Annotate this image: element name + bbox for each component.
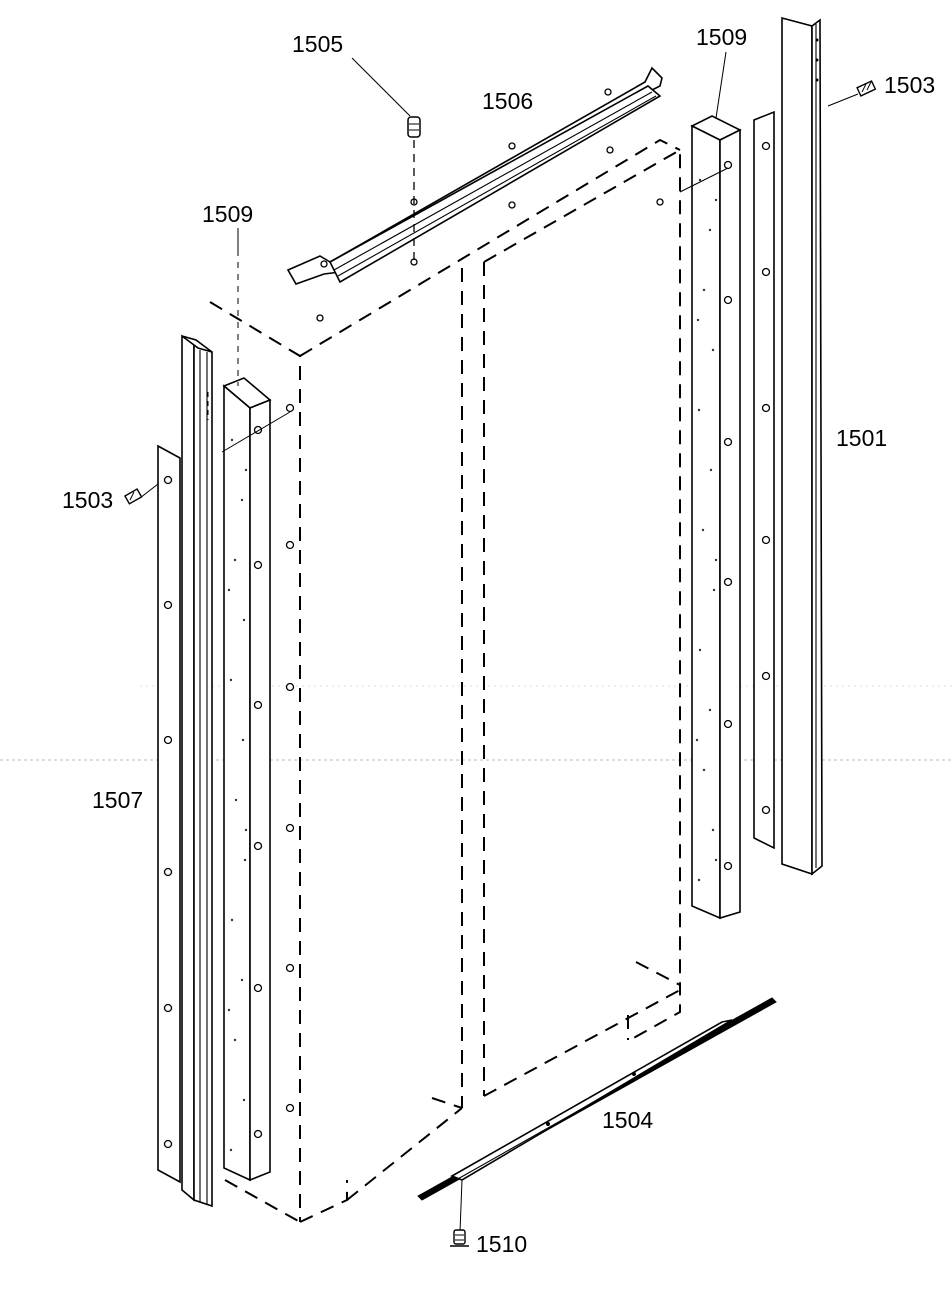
screw-1503-right-icon [827,80,877,107]
screw-1510-icon [450,1179,469,1247]
label-1507: 1507 [92,787,143,813]
label-1506: 1506 [482,88,533,114]
left-trim-strip [157,444,181,1184]
label-1503-right: 1503 [884,72,935,98]
cabinet-outline [209,138,681,1223]
label-1503-left: 1503 [62,487,113,513]
label-1509-left: 1509 [202,201,253,227]
bottom-strip-1504 [417,997,777,1201]
insulation-strip-1509-right [679,115,742,920]
label-1509-top: 1509 [696,24,747,50]
label-1505: 1505 [292,31,343,57]
channel-1501 [781,16,823,876]
leader-1509-top [715,51,727,119]
channel-1507 [181,334,213,1208]
label-1504: 1504 [602,1107,653,1133]
top-rail-1506 [286,66,663,285]
leader-1505 [351,57,411,117]
right-trim-strip [753,110,775,850]
label-1501: 1501 [836,425,887,451]
label-1510: 1510 [476,1231,527,1257]
screw-1503-left-icon [123,483,159,505]
insulation-strip-1509-left [221,250,291,1182]
screw-1505-icon [407,116,421,262]
